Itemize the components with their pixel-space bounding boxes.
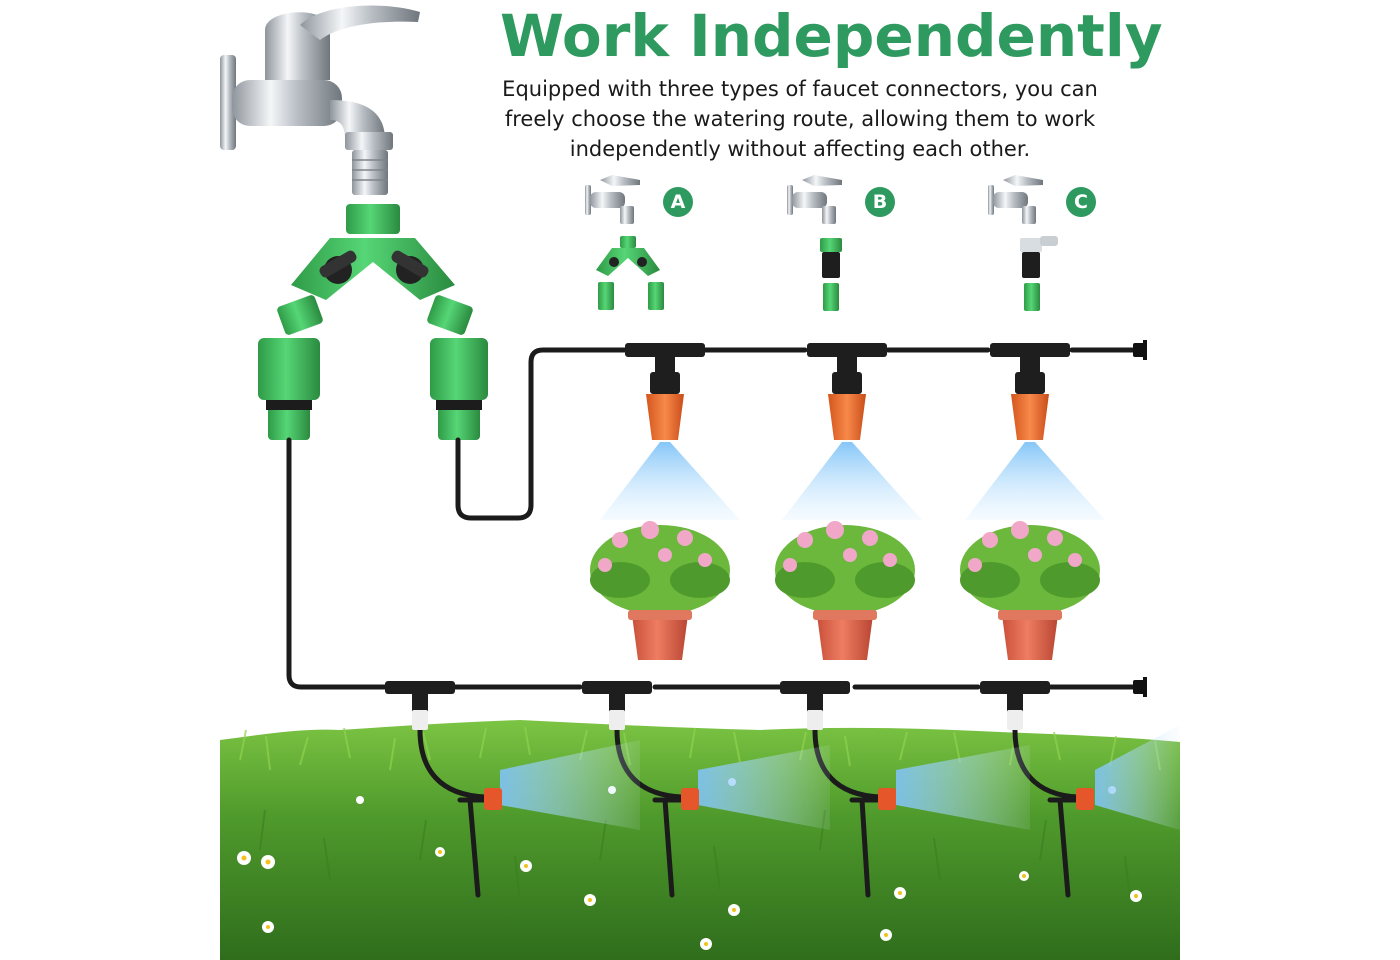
- page-title: Work Independently: [500, 2, 1163, 70]
- option-badge-a: A: [663, 187, 693, 217]
- mist-sprayer-icon: [600, 372, 1105, 520]
- wall-faucet-icon: [220, 5, 420, 195]
- ground-stake-sprayer-icon: [457, 725, 1180, 898]
- potted-plant-icon: [590, 521, 1100, 660]
- adjustable-adapter-icon: [988, 175, 1058, 311]
- drip-tubing: [286, 347, 1138, 800]
- feature-description: Equipped with three types of faucet conn…: [502, 77, 1098, 161]
- y-splitter-valve-icon: [258, 204, 488, 440]
- y-splitter-icon: [585, 175, 664, 310]
- end-plug-icon: [1133, 340, 1147, 697]
- option-badge-c: C: [1066, 187, 1096, 217]
- grass-lawn: [220, 720, 1180, 960]
- quick-connector-icon: [787, 175, 842, 311]
- option-badge-b: B: [865, 187, 895, 217]
- tee-connector-icon: [625, 343, 1070, 373]
